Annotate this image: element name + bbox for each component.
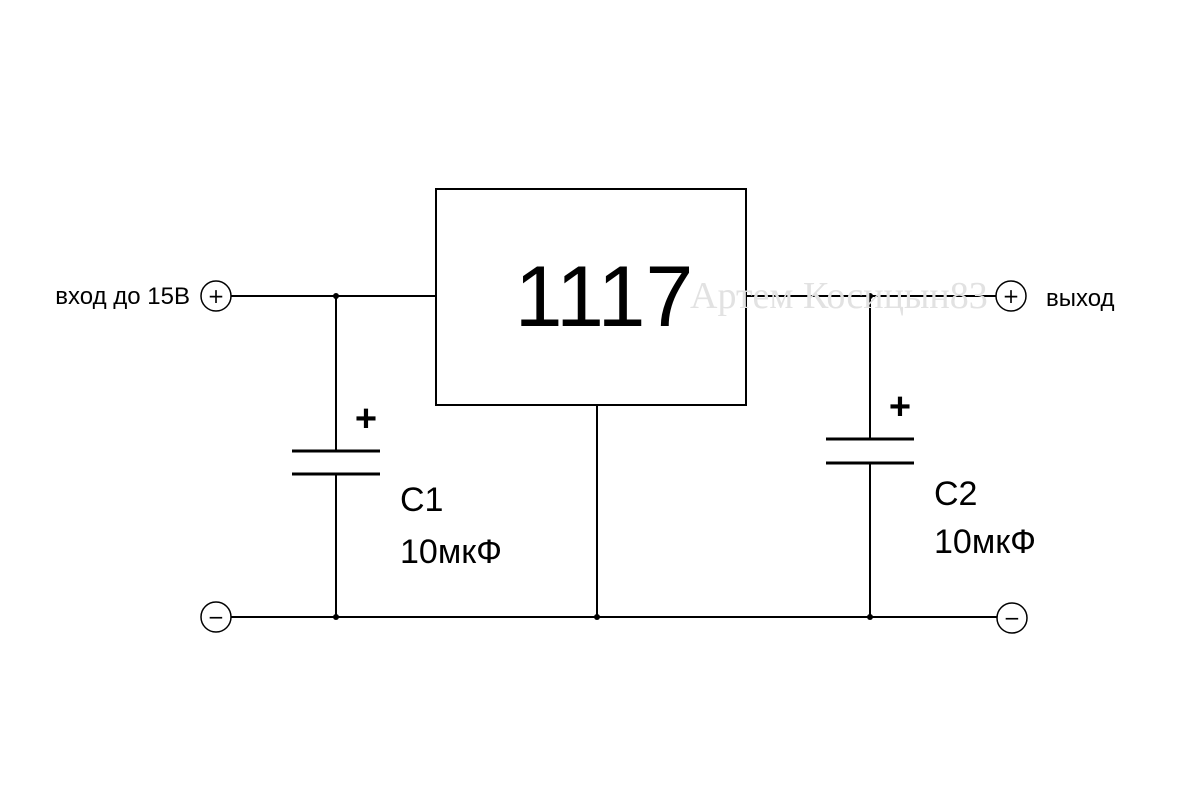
output-minus-sign: − xyxy=(1004,606,1021,630)
input-minus-terminal: − xyxy=(200,601,232,633)
input-minus-sign: − xyxy=(208,605,225,629)
terminal-plus-icon xyxy=(995,280,1027,312)
watermark: Артем Косицын83 xyxy=(690,275,988,317)
capacitor-c2: + C2 10мкФ xyxy=(826,386,1036,561)
junction-dot xyxy=(333,614,339,620)
junction-dot xyxy=(867,293,873,299)
junctions xyxy=(333,293,873,620)
c2-value: 10мкФ xyxy=(934,523,1036,561)
output-minus-terminal: − xyxy=(996,602,1028,634)
terminal-minus-icon xyxy=(996,602,1028,634)
capacitor-c1: + C1 10мкФ xyxy=(292,398,502,571)
c1-polarity-mark: + xyxy=(355,398,377,440)
c1-value: 10мкФ xyxy=(400,533,502,571)
input-plus-terminal: + xyxy=(200,280,232,312)
regulator-1117: 1117 xyxy=(435,188,747,406)
output-plus-sign: + xyxy=(1003,284,1020,308)
junction-dot xyxy=(594,614,600,620)
c1-name: C1 xyxy=(400,481,443,519)
regulator-label: 1117 xyxy=(515,249,694,345)
output-plus-terminal: + xyxy=(995,280,1027,312)
c2-name: C2 xyxy=(934,475,977,513)
junction-dot xyxy=(333,293,339,299)
junction-dot xyxy=(867,614,873,620)
wires xyxy=(231,295,997,618)
terminal-plus-icon xyxy=(200,280,232,312)
input-label: вход до 15В xyxy=(55,283,190,310)
c2-polarity-mark: + xyxy=(889,386,911,428)
terminal-minus-icon xyxy=(200,601,232,633)
output-label: выход xyxy=(1046,285,1115,312)
regulator-body xyxy=(435,188,747,406)
input-plus-sign: + xyxy=(208,284,225,308)
